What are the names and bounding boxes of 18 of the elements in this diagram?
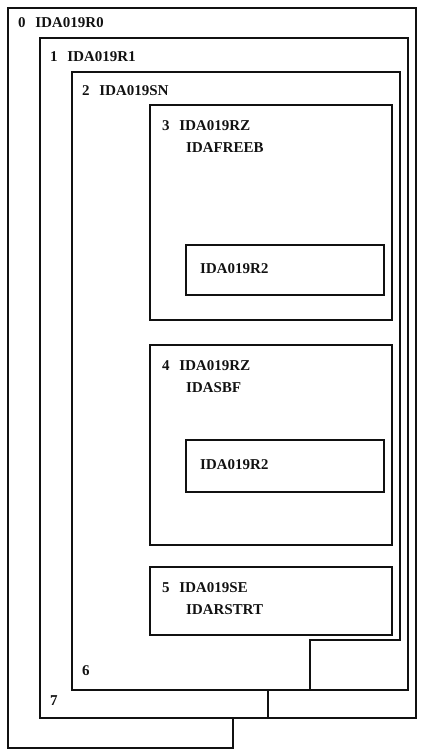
module-box (8, 8, 416, 748)
node-title: IDA019R2 (200, 260, 270, 279)
node-title: IDA019R2 (200, 456, 270, 475)
module-box (150, 105, 392, 320)
module-box (186, 440, 384, 492)
module-box (150, 345, 392, 545)
node-title: 0 IDA019R0 (18, 14, 105, 33)
segment-number: 6 (82, 662, 90, 681)
node-title: 5 IDA019SE IDARSTRT (162, 579, 264, 620)
node-title: 4 IDA019RZ IDASBF (162, 357, 252, 398)
module-box (72, 72, 400, 690)
node-title: 2 IDA019SN (82, 82, 170, 101)
module-box (150, 567, 392, 635)
segment-number: 7 (50, 692, 58, 711)
node-title: 1 IDA019R1 (50, 48, 137, 67)
module-box (40, 38, 408, 718)
module-box (186, 245, 384, 295)
node-title: 3 IDA019RZ IDAFREEB (162, 117, 265, 158)
